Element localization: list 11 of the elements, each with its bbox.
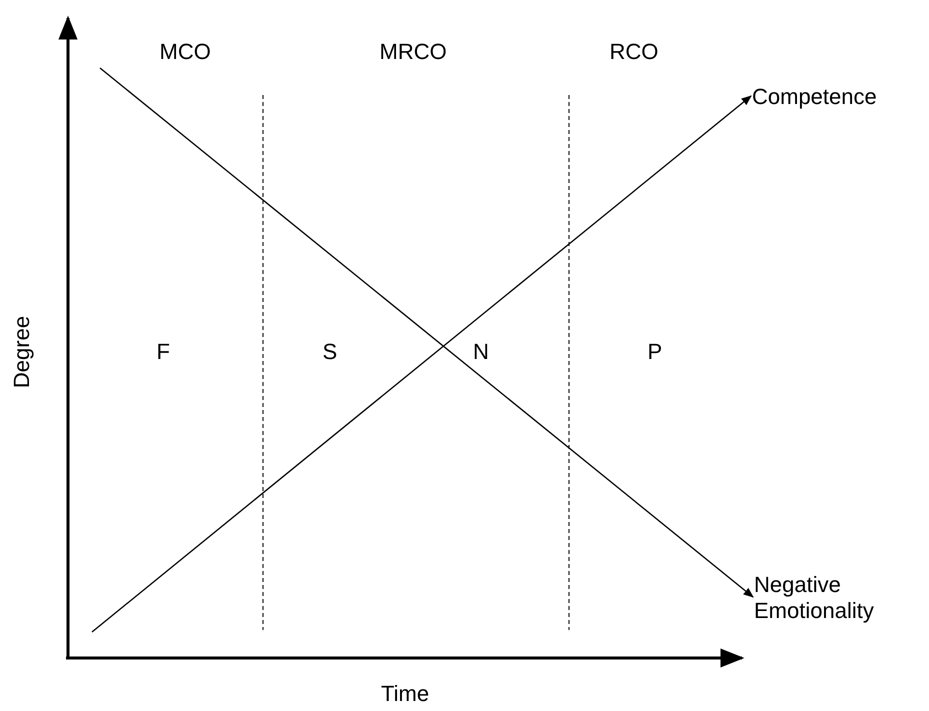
region-label: P — [648, 339, 662, 365]
zone-label: RCO — [610, 39, 658, 65]
zone-label: MCO — [160, 39, 211, 65]
line-label: Negative Emotionality — [754, 572, 926, 624]
axis-title: Time — [381, 681, 430, 707]
line-label: Competence — [752, 84, 922, 110]
zone-label: MRCO — [380, 39, 447, 65]
region-label: S — [322, 339, 338, 365]
region-label: N — [473, 339, 489, 365]
axis-title: Degree — [9, 316, 36, 388]
region-label: F — [156, 339, 170, 365]
